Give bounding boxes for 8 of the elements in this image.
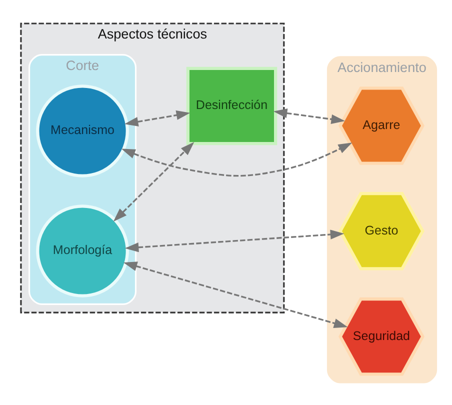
arrow	[123, 261, 348, 328]
arrow	[113, 141, 194, 222]
node-box: Desinfección	[186, 66, 278, 145]
arrow	[273, 108, 346, 124]
node-circle: Mecanismo	[36, 84, 129, 177]
arrow	[121, 142, 352, 176]
arrow	[124, 229, 344, 252]
arrow	[124, 110, 190, 126]
